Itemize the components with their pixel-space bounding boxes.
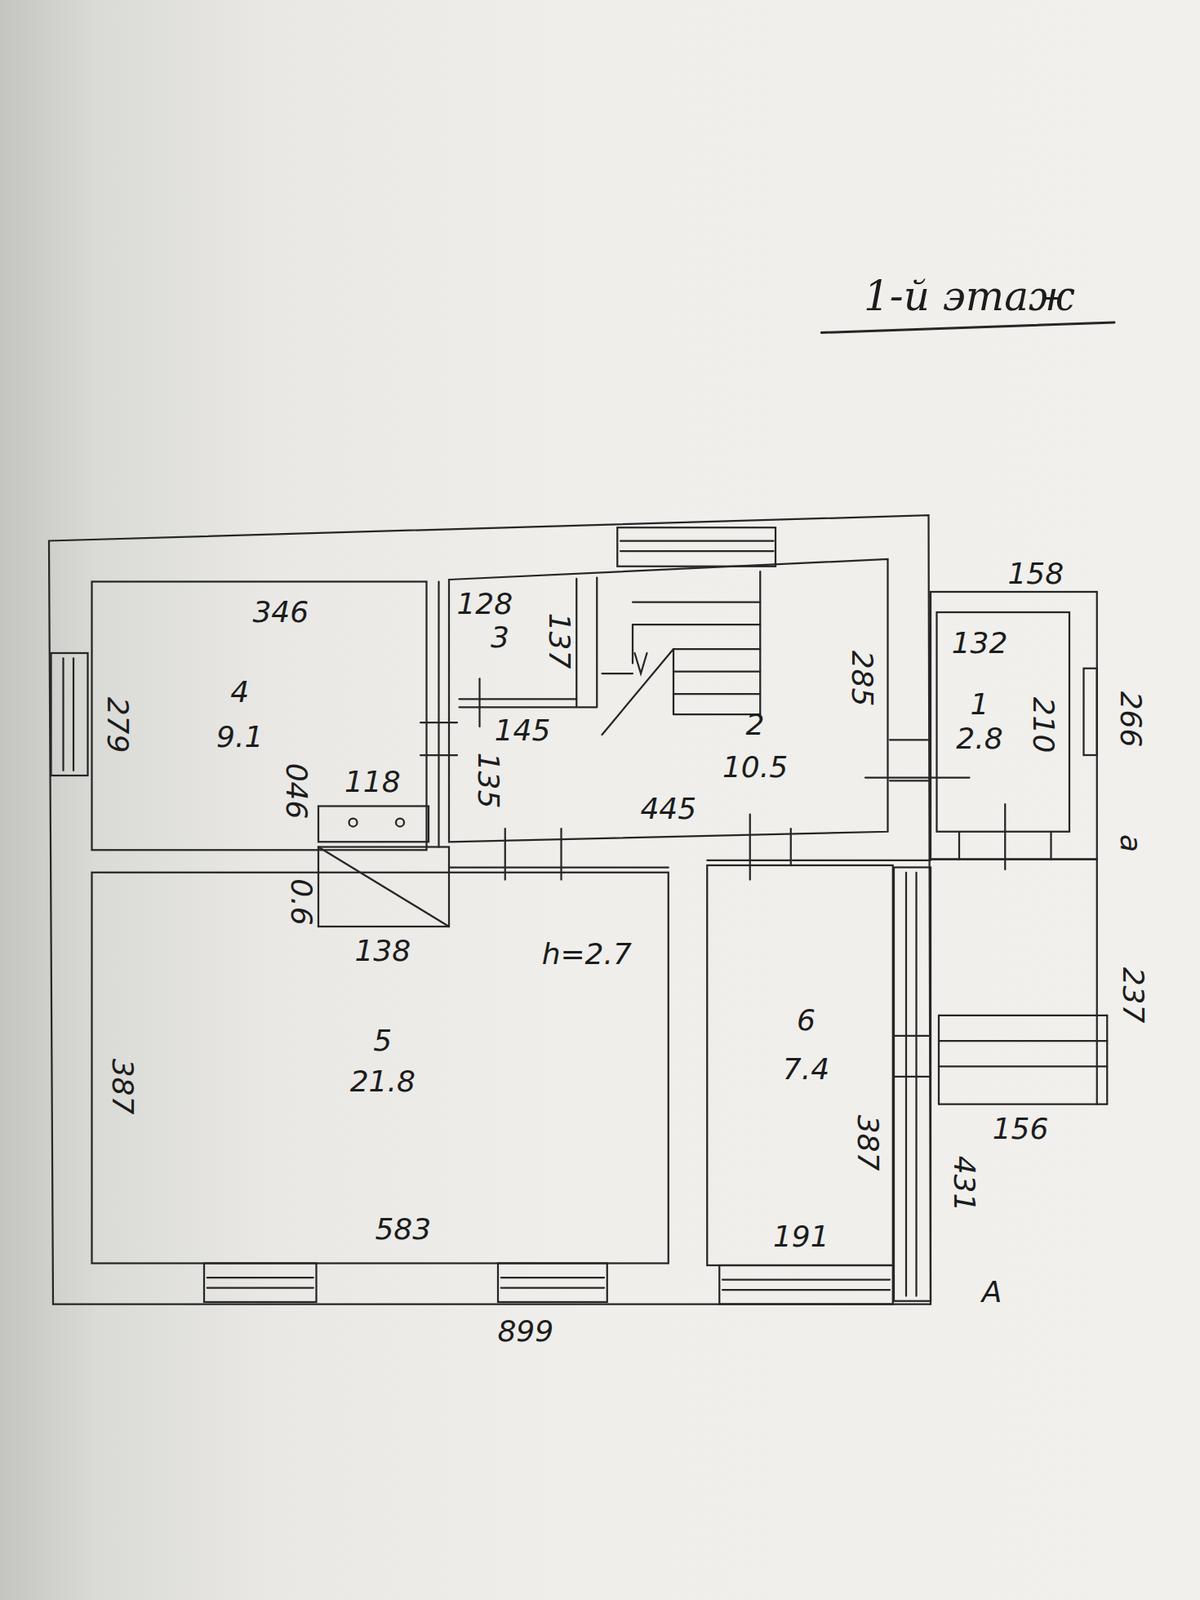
dimension-label: 237 bbox=[1118, 966, 1148, 1023]
dimension-label: 431 bbox=[949, 1155, 979, 1213]
porch-steps bbox=[938, 1015, 1107, 1105]
room-number: 5 bbox=[373, 1026, 392, 1056]
dimension-label: 145 bbox=[494, 715, 552, 746]
dimension-label: 156 bbox=[992, 1114, 1049, 1144]
room-number: 1 bbox=[970, 689, 990, 720]
wall-line bbox=[706, 859, 931, 862]
room-outline bbox=[706, 865, 894, 1266]
room-area-value: 9.1 bbox=[216, 722, 263, 752]
dimension-label: 210 bbox=[1028, 696, 1058, 753]
room-area: 210.5 bbox=[599, 567, 886, 830]
dimension-label: 137 bbox=[544, 613, 574, 670]
room-area-value: 7.4 bbox=[782, 1054, 830, 1085]
vestibule-wall bbox=[930, 591, 1098, 860]
wall-line bbox=[448, 866, 669, 868]
dimension-label: 387 bbox=[107, 1058, 138, 1116]
dimension-label: 138 bbox=[354, 936, 411, 966]
room-area: 67.4 bbox=[709, 867, 892, 1264]
dimension-label: 583 bbox=[374, 1214, 432, 1245]
dimension-label: 445 bbox=[640, 794, 697, 824]
stair-symbol bbox=[602, 571, 761, 735]
partition-wall bbox=[437, 582, 440, 848]
dimension-label: 346 bbox=[252, 597, 309, 627]
title-underline bbox=[821, 322, 1115, 334]
outer-wall bbox=[48, 515, 931, 1304]
window-symbol bbox=[51, 527, 1098, 1304]
room-number: 2 bbox=[746, 710, 765, 740]
dimension-label: 158 bbox=[1007, 559, 1064, 589]
porch-outline bbox=[930, 859, 1098, 1105]
room-number: 6 bbox=[796, 1005, 816, 1036]
partition-wall bbox=[459, 697, 578, 700]
dimension-label: 132 bbox=[951, 628, 1009, 658]
dimension-label: h=2.7 bbox=[542, 939, 632, 969]
chimney-symbol bbox=[318, 806, 449, 928]
room-outline bbox=[92, 872, 669, 1264]
room-area-value: 2.8 bbox=[955, 724, 1003, 754]
room-area-value: 10.5 bbox=[722, 752, 788, 783]
plan-title: 1-й этаж bbox=[863, 275, 1076, 317]
dimension-label: 387 bbox=[853, 1115, 883, 1172]
dimension-label: 266 bbox=[1115, 691, 1146, 748]
door-symbol bbox=[420, 678, 1052, 880]
dimension-label: 899 bbox=[497, 1316, 554, 1347]
dimension-label: 285 bbox=[847, 650, 877, 707]
room-outline bbox=[448, 559, 889, 842]
dimension-label: 279 bbox=[102, 696, 133, 753]
room-outline bbox=[92, 582, 427, 851]
dimension-label: 046 bbox=[281, 762, 312, 819]
dimension-label: 0.6 bbox=[286, 878, 316, 925]
partition-wall bbox=[595, 577, 598, 707]
partition-wall bbox=[575, 578, 578, 707]
room-area-value: 21.8 bbox=[350, 1066, 416, 1097]
room-outline bbox=[937, 612, 1071, 832]
dimension-label: 191 bbox=[773, 1222, 830, 1252]
room-area: 521.8 bbox=[93, 930, 667, 1262]
room-number: 3 bbox=[490, 622, 510, 653]
dimension-label: 135 bbox=[473, 752, 503, 809]
dimension-label: 128 bbox=[456, 589, 513, 619]
room-number: 4 bbox=[230, 677, 249, 707]
section-marker: а bbox=[1115, 833, 1146, 852]
dimension-label: 118 bbox=[344, 767, 401, 797]
section-marker: А bbox=[982, 1277, 1003, 1307]
